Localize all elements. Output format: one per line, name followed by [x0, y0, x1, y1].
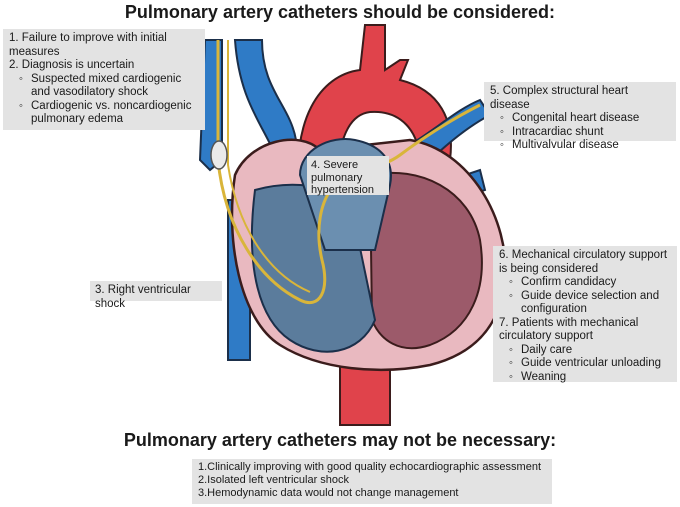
- list-item: 1.Clinically improving with good quality…: [198, 461, 542, 473]
- item-1: 1. Failure to improve with initial measu…: [9, 32, 167, 58]
- list-item: Guide device selection and configuration: [509, 290, 671, 317]
- catheter-line: [216, 40, 481, 304]
- list-item: 2.Isolated left ventricular shock: [198, 474, 350, 486]
- rv-shock-label: 3. Right ventricular shock: [90, 281, 222, 310]
- list-item: Congenital heart disease: [500, 112, 670, 126]
- left-ventricle: [368, 171, 483, 350]
- list-item: Suspected mixed cardiogenic and vasodila…: [19, 73, 199, 100]
- list-item: Weaning: [509, 371, 671, 385]
- list-item: Guide ventricular unloading: [509, 357, 671, 371]
- catheter-line-2: [227, 40, 311, 293]
- list-item: Multivalvular disease: [500, 139, 670, 153]
- list-item: Intracardiac shunt: [500, 126, 670, 140]
- indications-box-left: 1. Failure to improve with initial measu…: [3, 29, 205, 130]
- pulmonary-hypertension-label: 4. Severe pulmonary hypertension: [307, 156, 389, 196]
- list-item: Cardiogenic vs. noncardiogenic pulmonary…: [19, 100, 199, 127]
- list-item: Daily care: [509, 344, 671, 358]
- not-necessary-box: 1.Clinically improving with good quality…: [192, 459, 552, 504]
- catheter-balloon: [210, 140, 228, 170]
- item-7: 7. Patients with mechanical circulatory …: [499, 316, 639, 343]
- indications-box-mcs: 6. Mechanical circulatory support is bei…: [493, 246, 677, 385]
- indications-box-structural: 5. Complex structural heart disease Cong…: [484, 82, 676, 152]
- item-5: 5. Complex structural heart disease: [490, 85, 629, 111]
- not-necessary-title: Pulmonary artery catheters may not be ne…: [123, 430, 557, 450]
- considered-title: Pulmonary artery catheters should be con…: [124, 2, 556, 22]
- list-item: Confirm candidacy: [509, 276, 671, 290]
- item-6: 6. Mechanical circulatory support is bei…: [499, 249, 668, 275]
- item-2: 2. Diagnosis is uncertain: [9, 59, 135, 71]
- list-item: 3.Hemodynamic data would not change mana…: [198, 487, 459, 499]
